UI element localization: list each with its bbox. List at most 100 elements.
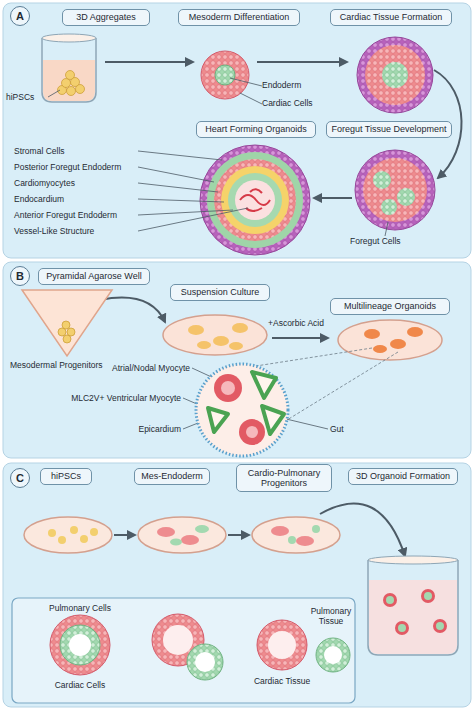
cardio-pulmonary-organoid (60, 625, 100, 665)
part-label: hiPSCs (6, 92, 46, 102)
cardio-pulmonary-organoid (69, 634, 91, 656)
process-arrow (314, 197, 352, 199)
step-label: 3D Organoid Formation (356, 471, 450, 481)
culture-dish (70, 526, 78, 534)
process-arrow (114, 534, 135, 536)
step-box: Foregut Tissue Development (326, 121, 452, 138)
mesoderm-aggregate (215, 65, 235, 85)
leader-line (183, 423, 198, 429)
part-label: Gut (330, 424, 360, 434)
mesoderm-aggregate (201, 51, 249, 99)
zoom-line (287, 352, 398, 420)
culture-dish (24, 517, 112, 553)
cardio-pulmonary-organoid (195, 652, 215, 672)
heart-forming-organoid (207, 152, 303, 248)
step-box: Mesoderm Differentiation (178, 9, 300, 26)
culture-dish (213, 336, 229, 346)
multilineage-organoid (221, 381, 235, 395)
multilineage-organoid (239, 419, 265, 445)
inset-panel (12, 598, 355, 703)
culture-dish (24, 315, 442, 553)
part-label: Pulmonary Tissue (303, 606, 359, 626)
step-label: Mesoderm Differentiation (189, 12, 289, 22)
leader-line (240, 93, 262, 104)
multilineage-organoid (196, 364, 288, 456)
multilineage-organoid (214, 374, 242, 402)
culture-dish (390, 339, 406, 349)
part-label: Endocardium (14, 194, 138, 204)
culture-dish (58, 536, 66, 544)
heart-forming-organoid (240, 189, 270, 211)
panel-background (3, 3, 471, 258)
agarose-well (58, 328, 66, 336)
part-label: Mesodermal Progenitors (10, 360, 130, 370)
cardio-pulmonary-organoid (324, 646, 342, 664)
leader-line (230, 78, 262, 86)
step-box: 3D Organoid Formation (348, 468, 458, 485)
part-label: Endoderm (262, 80, 322, 90)
multilineage-organoid (262, 406, 284, 434)
step-box: Cardio-Pulmonary Progenitors (236, 464, 332, 492)
agarose-well (67, 328, 75, 336)
cardiac-tissue (365, 45, 425, 105)
leader-line (138, 151, 222, 160)
cardio-pulmonary-organoid (187, 644, 223, 680)
process-arrow (105, 61, 193, 63)
step-box: Suspension Culture (170, 284, 270, 301)
culture-dish (48, 529, 56, 537)
beaker (398, 624, 406, 632)
part-label: Cardiomyocytes (14, 178, 138, 188)
step-box: Multilineage Organoids (330, 298, 450, 315)
step-box: Mes-Endoderm (134, 468, 210, 485)
step-label: 3D Aggregates (76, 12, 136, 22)
panel-letter: A (10, 6, 30, 26)
panel-letter: C (10, 468, 30, 488)
step-box: Cardiac Tissue Formation (330, 9, 452, 26)
multilineage-organoid (196, 364, 288, 456)
foregut-tissue (373, 171, 391, 189)
step-label: Mes-Endoderm (141, 471, 203, 481)
step-label: Cardiac Tissue Formation (340, 12, 443, 22)
part-label: +Ascorbic Acid (268, 318, 338, 328)
cardio-pulmonary-organoid (50, 615, 110, 675)
beaker (42, 34, 96, 42)
culture-dish (229, 342, 243, 350)
panel-background (3, 262, 471, 458)
step-box: Heart Forming Organoids (196, 121, 316, 138)
culture-dish (181, 535, 199, 545)
part-label: Cardiac Tissue (242, 676, 322, 686)
part-label: Foregut Cells (350, 236, 420, 246)
cardio-pulmonary-organoid (50, 614, 350, 680)
culture-dish (252, 517, 340, 553)
heart-forming-organoid (221, 166, 289, 234)
beaker (42, 38, 96, 102)
foregut-tissue (355, 150, 435, 230)
agarose-well (62, 321, 70, 329)
beaker (386, 596, 394, 604)
multilineage-organoid (208, 408, 228, 432)
panel-letter-text: C (16, 472, 24, 485)
leader-line (138, 199, 224, 202)
heart-forming-organoid (235, 180, 275, 220)
culture-dish (232, 323, 248, 333)
agarose-well (63, 335, 71, 343)
leader-line (282, 418, 328, 429)
mesoderm-aggregate (201, 51, 249, 99)
cardio-pulmonary-organoid (163, 625, 193, 655)
part-label: Atrial/Nodal Myocyte (60, 363, 190, 373)
process-arrow (100, 62, 462, 645)
cell-cluster (58, 71, 85, 96)
beaker (395, 621, 409, 635)
beaker (421, 589, 435, 603)
beaker (43, 60, 95, 101)
part-label: Vessel-Like Structure (14, 226, 138, 236)
foregut-tissue (363, 158, 427, 222)
part-label: Pulmonary Cells (35, 603, 125, 613)
culture-dish (163, 315, 267, 355)
leader-line (48, 90, 60, 97)
culture-dish (157, 527, 175, 537)
culture-dish (364, 329, 380, 339)
leader-line (138, 208, 248, 231)
cardio-pulmonary-organoid (268, 631, 296, 659)
